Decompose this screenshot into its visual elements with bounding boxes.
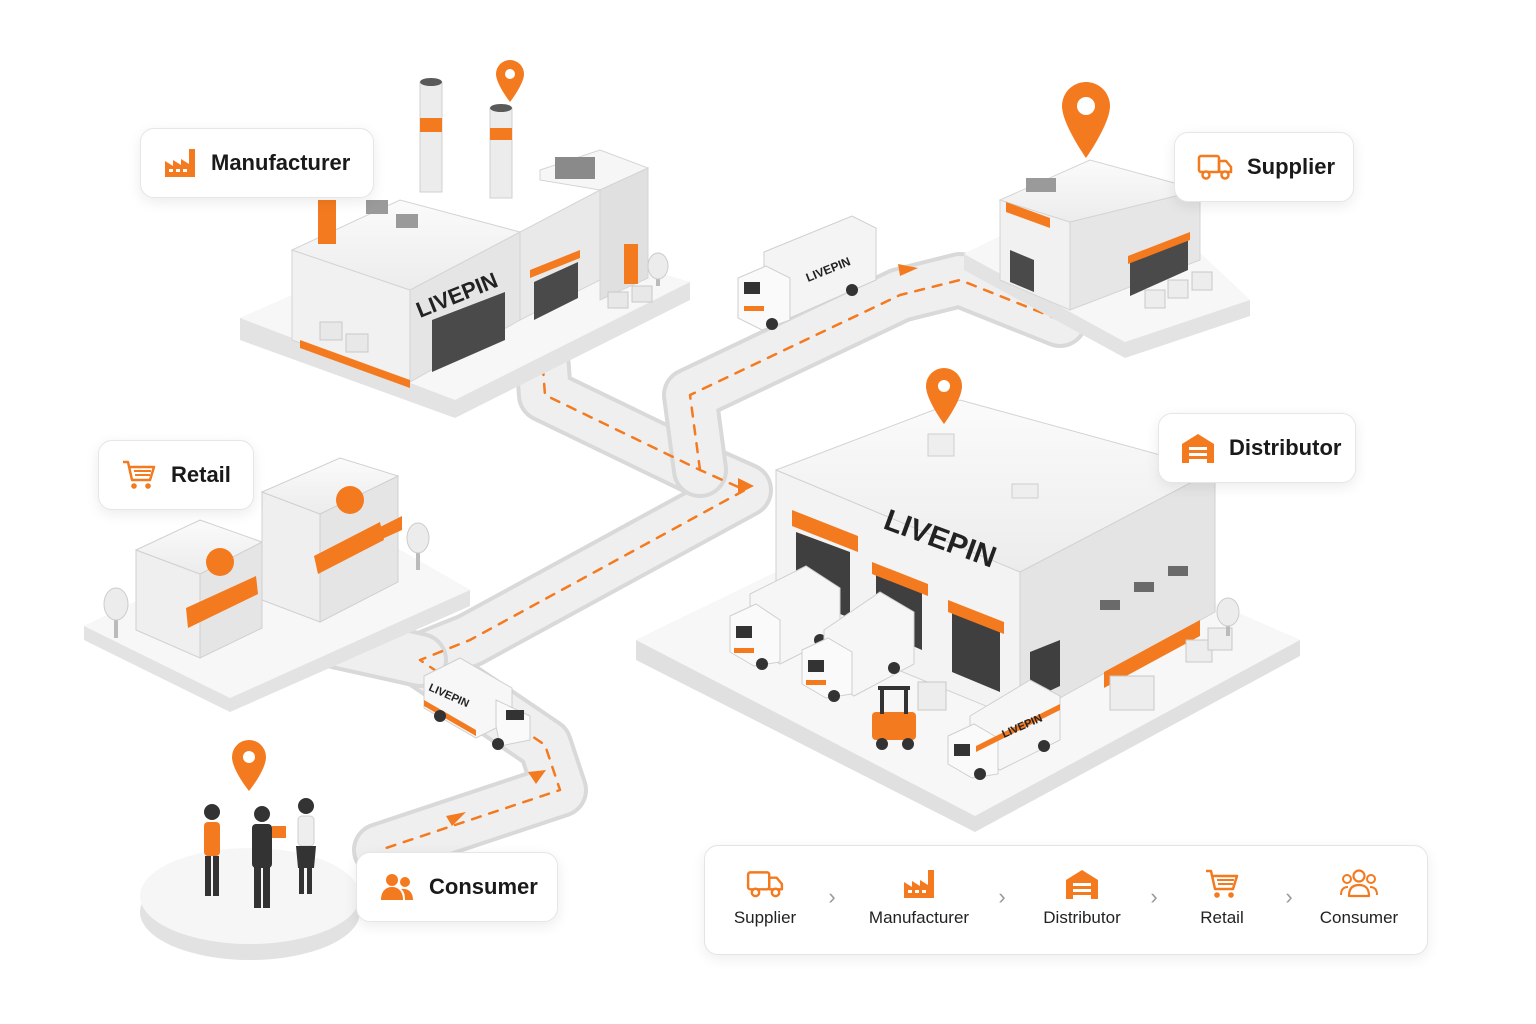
supply-chain-flow-bar: Supplier › Manufacturer › Distributor › … <box>704 845 1428 955</box>
chevron-right-icon: › <box>998 884 1006 909</box>
chevron-right-icon: › <box>1285 884 1293 909</box>
flow-step-label: Supplier <box>733 908 797 927</box>
van-to-consumer: LIVEPIN <box>423 657 531 750</box>
manufacturer-crates <box>319 285 653 353</box>
retail-label-text: Retail <box>171 462 231 487</box>
consumer-people <box>204 798 316 908</box>
factory-building: LIVEPIN <box>290 78 650 388</box>
truck-icon <box>1197 154 1233 180</box>
distributor-tree <box>1216 597 1240 636</box>
supplier-label: Supplier <box>1174 132 1354 202</box>
retail-label: Retail <box>98 440 254 510</box>
warehouse-icon <box>1066 870 1098 899</box>
users-icon <box>381 874 413 900</box>
manufacturer-label-text: Manufacturer <box>211 150 351 175</box>
cart-icon <box>123 460 156 489</box>
supplier-label-text: Supplier <box>1247 154 1336 179</box>
retail-trees <box>103 522 430 638</box>
distributor-label: Distributor <box>1158 413 1356 483</box>
location-pin-icon <box>1062 82 1110 158</box>
supplier-site <box>964 159 1250 358</box>
manufacturer-tree <box>647 252 669 286</box>
consumer-platform <box>140 798 360 960</box>
flow-step-label: Consumer <box>1319 908 1399 927</box>
retail-store-right <box>260 457 402 623</box>
distributor-truck-2 <box>801 591 915 702</box>
chevron-right-icon: › <box>1150 884 1158 909</box>
flow-step-consumer: Consumer <box>1299 868 1419 928</box>
flow-step-retail: Retail <box>1162 868 1282 928</box>
consumer-label: Consumer <box>356 852 558 922</box>
location-pin-icon <box>926 368 962 424</box>
distributor-label-text: Distributor <box>1229 435 1342 460</box>
manufacturer-site: LIVEPIN <box>240 78 690 418</box>
retail-store-left <box>134 519 264 659</box>
location-pin-icon <box>232 740 266 791</box>
manufacturer-label: Manufacturer <box>140 128 374 198</box>
truck-to-supplier: LIVEPIN <box>737 215 877 331</box>
flow-step-label: Manufacturer <box>868 908 970 927</box>
factory-icon <box>165 149 195 177</box>
route-arrows <box>446 264 918 826</box>
flow-step-label: Retail <box>1200 908 1244 927</box>
factory-icon <box>904 870 934 898</box>
users-outline-icon <box>1340 869 1378 898</box>
consumer-label-text: Consumer <box>429 874 538 899</box>
flow-step-label: Distributor <box>1043 908 1121 927</box>
road-network <box>302 252 1088 878</box>
distributor-truck-3: LIVEPIN <box>947 679 1061 780</box>
location-pin-icon <box>496 60 524 102</box>
truck-icon <box>746 871 784 898</box>
retail-site <box>84 457 470 712</box>
flow-step-distributor: Distributor <box>1022 868 1142 928</box>
cart-icon <box>1206 869 1239 898</box>
flow-step-manufacturer: Manufacturer <box>859 868 979 928</box>
warehouse-icon <box>1182 434 1214 463</box>
forklift <box>872 681 947 750</box>
flow-step-supplier: Supplier <box>705 868 825 928</box>
chevron-right-icon: › <box>828 884 836 909</box>
